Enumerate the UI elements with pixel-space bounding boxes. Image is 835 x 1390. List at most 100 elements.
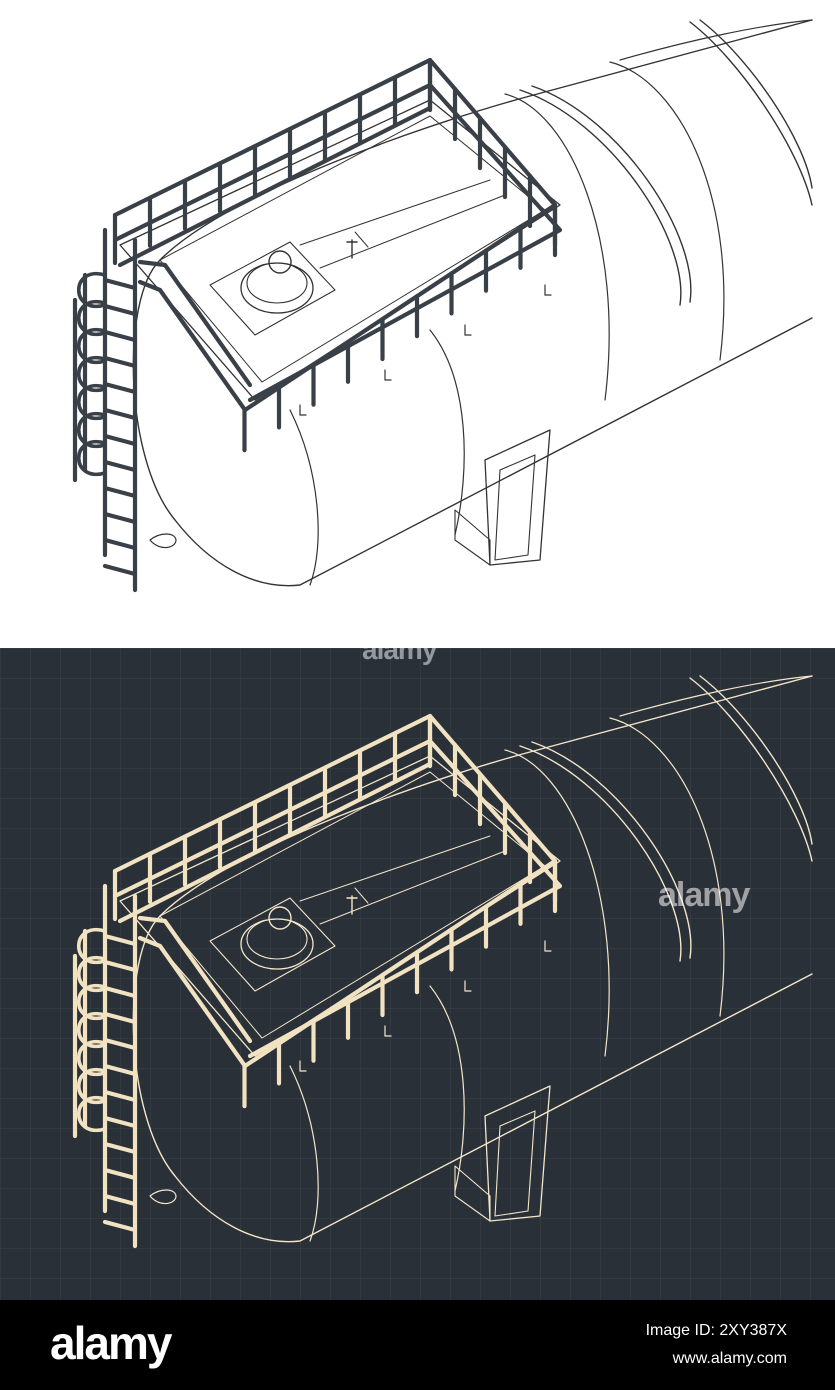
reinforcement-ring-1 [689, 677, 813, 862]
handrail-front-left-mid [137, 259, 253, 388]
ladder-rung [102, 511, 138, 525]
deck-bracket [384, 1025, 392, 1037]
watermark-middle: alamy [658, 876, 750, 914]
reinforcement-ring-4 [531, 85, 692, 303]
ladder-cage-hoop [76, 1039, 106, 1077]
saddle-support [484, 1085, 551, 1222]
weld-seam-4 [289, 409, 319, 586]
weld-seam-2 [609, 717, 725, 1017]
vent-pipe [346, 895, 358, 915]
tank-top-line [619, 19, 813, 61]
deck-bracket [544, 284, 552, 296]
ladder-cage-hoop [76, 383, 106, 421]
ladder-cage-hoop [76, 927, 106, 965]
weld-seam-2 [609, 61, 725, 361]
deck-plate-lines [299, 835, 506, 925]
tank-shell-outline [132, 19, 813, 587]
ladder-rung [102, 985, 138, 999]
tank-isometric-drawing-light [72, 19, 813, 593]
ladder-rung [102, 303, 138, 317]
footer-bar: alamy Image ID: 2XY387X www.alamy.com [0, 1300, 835, 1390]
ladder-rung [102, 485, 138, 499]
ladder-cage-hoop [76, 411, 106, 449]
ladder-cage-hoop [76, 983, 106, 1021]
ladder-rung [102, 381, 138, 395]
reinforcement-ring-4 [531, 741, 692, 959]
weld-seam-1 [504, 93, 610, 401]
reinforcement-ring-3 [519, 745, 682, 962]
handrail-mid [112, 738, 563, 1059]
handrail-front-left [137, 279, 248, 413]
tank-shell-outline [132, 675, 813, 1243]
handrail-front-left [137, 935, 248, 1069]
tank-drawing-group [72, 19, 813, 593]
tank-drawing-group [72, 675, 813, 1249]
brand-logo[interactable]: alamy [50, 1317, 172, 1369]
deck-bracket [544, 940, 552, 952]
ladder-rung [102, 1193, 138, 1207]
side-nozzle [149, 1189, 177, 1205]
ladder-rung [102, 407, 138, 421]
saddle-support-inner [494, 454, 536, 561]
saddle-support-base [454, 1165, 491, 1222]
site-url[interactable]: www.alamy.com [672, 1350, 787, 1367]
platform-deck [119, 755, 561, 1057]
ladder-rung [102, 1063, 138, 1077]
deck-bracket [299, 1060, 307, 1072]
light-drawing-panel [0, 0, 835, 640]
weld-seam-4 [289, 1065, 319, 1242]
ladder-rung [102, 1115, 138, 1129]
handrail-mid [112, 82, 563, 403]
reinforcement-ring-3 [519, 89, 682, 306]
ladder-rung [102, 933, 138, 947]
ladder-rung [102, 1089, 138, 1103]
deck-bracket [384, 369, 392, 381]
side-nozzle [149, 533, 177, 549]
image-id-label: Image ID: 2XY387X [645, 1322, 787, 1339]
ladder-cage-bars [72, 928, 88, 1139]
saddle-support-base [454, 509, 491, 566]
manhole-handwheel [268, 906, 292, 930]
ladder-cage-hoop [76, 1011, 106, 1049]
ladder-cage-hoop [76, 1095, 106, 1133]
handrail-top [112, 713, 558, 1069]
handrail-low-back [117, 105, 433, 268]
ladder-rung [102, 277, 138, 291]
ladder-cage-hoop [76, 1067, 106, 1105]
ladder-rung [102, 355, 138, 369]
tank-top-line [619, 675, 813, 717]
weld-seam-3 [429, 985, 465, 1192]
ladder-rung [102, 537, 138, 551]
ladder-cage-hoop [76, 299, 106, 337]
vent-pipe [346, 239, 358, 259]
ladder-cage-hoop [76, 439, 106, 477]
handrail-top [112, 57, 558, 413]
ladder-rung [102, 563, 138, 577]
reinforcement-ring-2 [699, 675, 813, 845]
ladder-cage-hoop [76, 327, 106, 365]
ladder-cage-hoop [76, 355, 106, 393]
deck-bracket [464, 324, 472, 336]
manhole-handwheel [268, 250, 292, 274]
ladder-rung [102, 1037, 138, 1051]
reinforcement-ring-1 [689, 21, 813, 206]
weld-seam-3 [429, 329, 465, 536]
manhole-flange [246, 262, 308, 304]
ladder-rung [102, 329, 138, 343]
weld-seam-1 [504, 749, 610, 1057]
deck-bracket [464, 980, 472, 992]
reinforcement-ring-2 [699, 19, 813, 189]
deck-plate-lines [299, 179, 506, 269]
ladder-rung [102, 1141, 138, 1155]
ladder-rung [102, 459, 138, 473]
dark-drawing-panel: alamy alamy [0, 648, 835, 1300]
saddle-support-inner [494, 1110, 536, 1217]
handrail-low-back [117, 761, 433, 924]
manhole-cover [240, 262, 314, 314]
saddle-support [484, 429, 551, 566]
ladder-rung [102, 959, 138, 973]
watermark-top: alamy [362, 648, 437, 665]
ladder-rung [102, 1219, 138, 1233]
manhole-frame [209, 897, 336, 992]
manhole-frame [209, 241, 336, 336]
